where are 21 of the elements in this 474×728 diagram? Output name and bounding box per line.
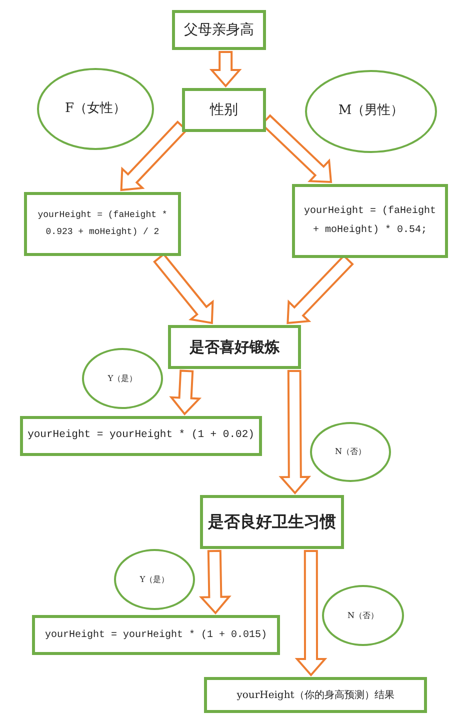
block-arrow bbox=[120, 120, 188, 192]
label-ellipse: F（女性） bbox=[37, 68, 154, 150]
text-box: 性别 bbox=[182, 88, 266, 132]
result-box: yourHeight（你的身高预测）结果 bbox=[204, 677, 427, 713]
decision-box: 是否喜好锻炼 bbox=[168, 325, 301, 369]
decision-box: 是否良好卫生习惯 bbox=[200, 495, 344, 549]
text-box: 父母亲身高 bbox=[172, 10, 266, 50]
label-ellipse: Y（是） bbox=[114, 549, 195, 610]
label-ellipse: M（男性） bbox=[305, 70, 437, 153]
formula-box: yourHeight = yourHeight * (1 + 0.015) bbox=[32, 615, 280, 655]
label-ellipse: Y（是） bbox=[82, 348, 163, 409]
block-arrow bbox=[169, 370, 202, 416]
formula-box: yourHeight = (faHeight + moHeight) * 0.54; bbox=[292, 184, 448, 258]
formula-box: yourHeight = (faHeight * 0.923 + moHeight) / 2 bbox=[24, 192, 181, 256]
block-arrow bbox=[198, 550, 232, 615]
block-arrow bbox=[278, 370, 312, 495]
label-ellipse: N（否） bbox=[322, 585, 404, 646]
formula-box: yourHeight = yourHeight * (1 + 0.02) bbox=[20, 416, 262, 456]
block-arrow bbox=[209, 51, 242, 88]
label-ellipse: N（否） bbox=[310, 422, 391, 482]
block-arrow bbox=[294, 550, 328, 677]
